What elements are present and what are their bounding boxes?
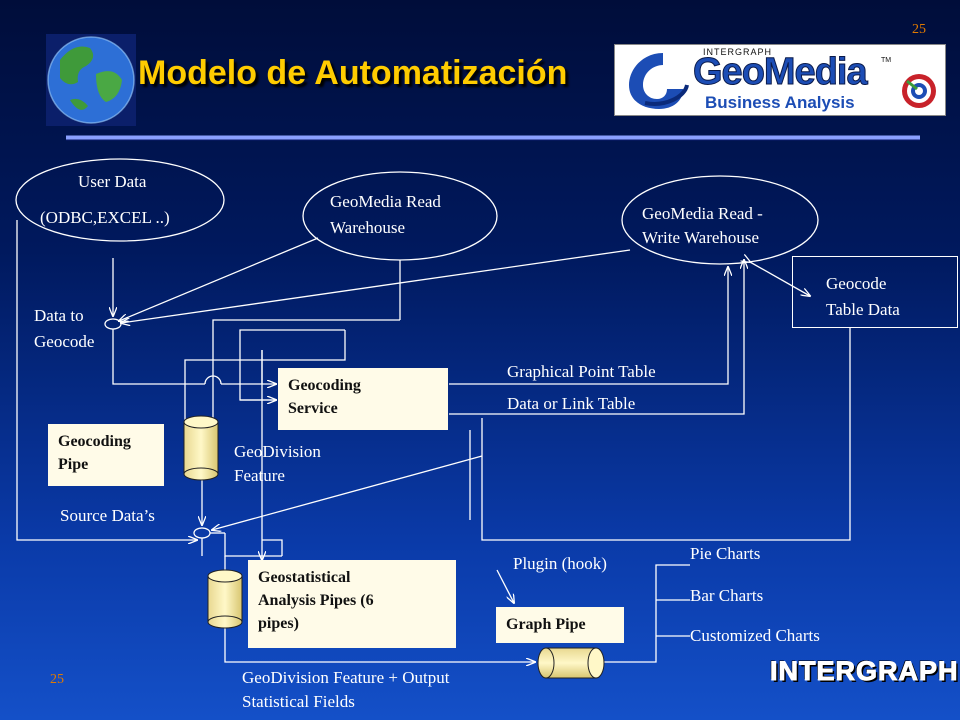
rw-warehouse-line2: Write Warehouse [642,228,760,247]
rw-warehouse-line1: GeoMedia Read - [642,204,763,223]
logo-intergraph-small: INTERGRAPH [703,47,773,57]
globe-icon [46,34,136,126]
geocode-table-box [792,256,958,328]
plugin-hook-label: Plugin (hook) [513,554,607,573]
graphical-point-table-label: Graphical Point Table [507,362,656,381]
slide-title: Modelo de Automatización [138,54,568,92]
geostatistical-line3: pipes) [258,615,299,632]
page-number-bottom: 25 [50,672,64,687]
geomedia-logo: INTERGRAPH GeoMedia TM Business Analysis [614,44,946,116]
geocode-table-line1: Geocode [826,274,887,293]
logo-product: Business Analysis [705,93,855,112]
intergraph-logo: INTERGRAPH [770,656,959,687]
geostatistical-line2: Analysis Pipes (6 [258,592,374,609]
user-data-label: User Data [78,172,147,191]
output-label-line1: GeoDivision Feature + Output [242,668,450,687]
user-data-sources: (ODBC,EXCEL ..) [40,208,170,227]
data-or-link-table-label: Data or Link Table [507,394,636,413]
user-data-ellipse [15,158,225,242]
customized-charts-label: Customized Charts [690,626,820,645]
data-to-geocode-line2: Geocode [34,332,95,351]
rw-warehouse-ellipse [621,175,819,265]
geodivision-feature-line1: GeoDivision [234,442,321,461]
geostat-cylinder [207,569,243,629]
geocoding-pipe-box: Geocoding Pipe [48,424,164,486]
geodivision-cylinder [183,415,219,481]
geocoding-pipe-line1: Geocoding [58,433,131,450]
graph-pipe-box: Graph Pipe [496,607,624,643]
data-to-geocode-line1: Data to [34,306,84,325]
logo-tm: TM [881,57,892,64]
read-warehouse-line1: GeoMedia Read [330,192,441,211]
geocoding-pipe-line2: Pipe [58,456,89,473]
page-number-top: 25 [912,22,926,37]
geomedia-logo-mark [629,53,936,109]
geocoding-service-line1: Geocoding [288,377,361,394]
source-datas-label: Source Data’s [60,506,155,525]
geostatistical-line1: Geostatistical [258,569,351,586]
pie-charts-label: Pie Charts [690,544,761,563]
geostatistical-box: Geostatistical Analysis Pipes (6 pipes) [248,560,456,648]
geocoding-service-line2: Service [288,400,338,417]
geodivision-feature-line2: Feature [234,466,285,485]
geocode-table-line2: Table Data [826,300,900,319]
logo-geomedia: GeoMedia [693,51,869,94]
geocoding-service-box: Geocoding Service [278,368,448,430]
graph-pipe-label: Graph Pipe [506,616,586,633]
bar-charts-label: Bar Charts [690,586,764,605]
output-label-line2: Statistical Fields [242,692,355,711]
read-warehouse-line2: Warehouse [330,218,406,237]
graph-pipe-cylinder [537,647,605,679]
